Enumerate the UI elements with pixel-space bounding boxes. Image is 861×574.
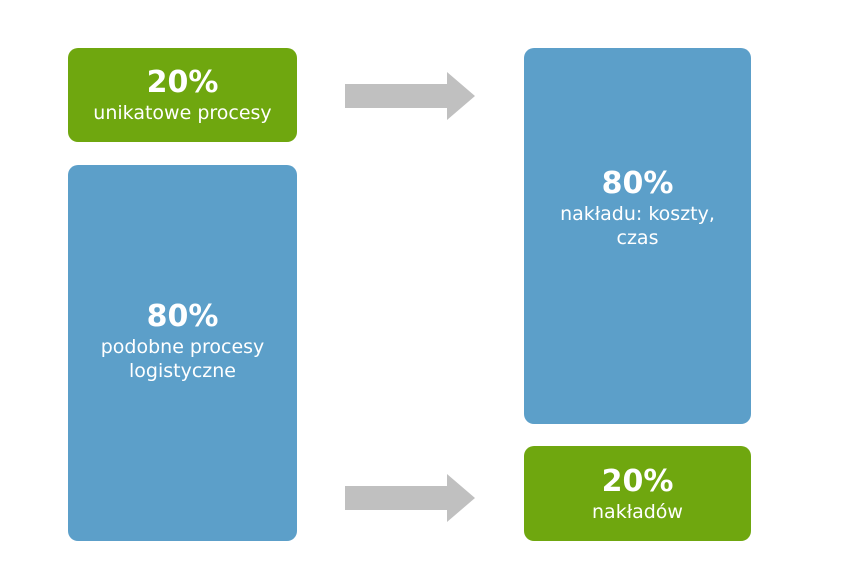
effort-percent: 20%: [601, 463, 674, 499]
arrow-right-icon: [345, 474, 475, 522]
arrow-right-icon: [345, 72, 475, 120]
unique-processes-box: 20% unikatowe procesy: [68, 48, 297, 142]
unique-processes-percent: 20%: [146, 65, 219, 100]
effort-costs-percent: 80%: [601, 166, 674, 201]
effort-costs-label-line1: nakładu: koszty,: [560, 203, 715, 225]
similar-processes-label-line2: logistyczne: [129, 360, 236, 382]
effort-box: 20% nakładów: [524, 446, 751, 541]
similar-processes-percent: 80%: [146, 299, 219, 334]
similar-processes-label-line1: podobne procesy: [100, 336, 265, 358]
unique-processes-label: unikatowe procesy: [93, 102, 272, 124]
effort-costs-label-line2: czas: [616, 227, 659, 249]
similar-processes-box: 80% podobne procesy logistyczne: [68, 165, 297, 541]
effort-label: nakładów: [592, 500, 683, 523]
effort-costs-box: 80% nakładu: koszty, czas: [524, 48, 751, 424]
